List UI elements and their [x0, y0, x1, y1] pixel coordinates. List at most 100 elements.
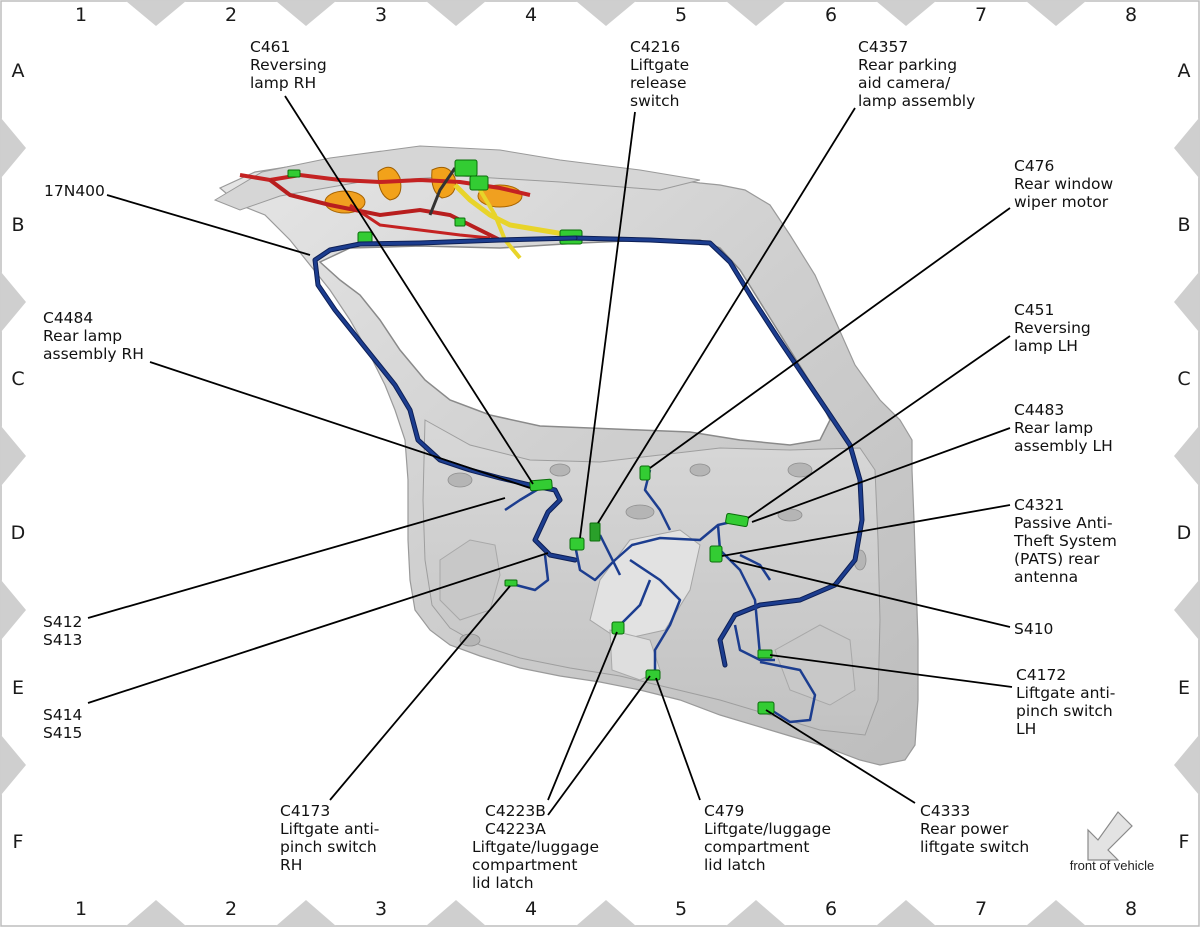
zone-marker	[576, 1, 636, 26]
connector	[589, 522, 601, 542]
connector	[454, 217, 466, 227]
leader-line-17n400	[106, 194, 311, 256]
callout-labels: C461 Reversing lamp RH C4216 Liftgate re…	[43, 38, 1122, 892]
row-label-right: A	[1178, 60, 1191, 82]
connector	[504, 579, 518, 587]
callout-line: C4333	[920, 802, 970, 820]
row-label-right: C	[1177, 368, 1190, 390]
leader-line-c4216	[579, 111, 636, 539]
callout-line: S410	[1014, 620, 1053, 638]
leader-line-s410	[729, 559, 1011, 628]
connector	[639, 465, 651, 481]
leader-line-c451	[747, 335, 1011, 519]
row-label-right: D	[1177, 522, 1192, 544]
callout-line: lamp LH	[1014, 337, 1078, 355]
callout-17n400: 17N400	[44, 182, 105, 200]
zone-marker	[1, 735, 26, 795]
connector	[569, 537, 585, 551]
callout-c4173: C4173 Liftgate anti- pinch switch RH	[280, 802, 384, 874]
leader-line-c4357	[597, 107, 856, 524]
row-label-right: F	[1179, 831, 1190, 853]
callout-line: Liftgate	[630, 56, 689, 74]
leader-line-s412	[87, 497, 506, 619]
column-label-bottom: 1	[75, 898, 87, 920]
connector	[287, 169, 301, 178]
row-label-left: E	[12, 677, 24, 699]
column-label-bottom: 7	[975, 898, 987, 920]
callout-line: assembly LH	[1014, 437, 1113, 455]
leader-line-c476	[649, 207, 1011, 469]
callout-line: Liftgate anti-	[1016, 684, 1115, 702]
callout-c451: C451 Reversing lamp LH	[1014, 301, 1096, 355]
callout-line: (PATS) rear	[1014, 550, 1100, 568]
connector	[757, 701, 775, 715]
callout-c4357: C4357 Rear parking aid camera/ lamp asse…	[858, 38, 975, 110]
zone-marker	[876, 1, 936, 26]
callout-c476: C476 Rear window wiper motor	[1014, 157, 1118, 211]
callout-c4483: C4483 Rear lamp assembly LH	[1014, 401, 1113, 455]
row-label-left: C	[11, 368, 24, 390]
callout-line: LH	[1016, 720, 1036, 738]
leader-lines	[87, 95, 1013, 816]
column-label-top: 8	[1125, 4, 1137, 26]
callout-line: Reversing	[250, 56, 327, 74]
zone-marker	[1174, 580, 1199, 640]
callout-line: Liftgate/luggage	[704, 820, 831, 838]
callout-line: Theft System	[1013, 532, 1117, 550]
callout-c461: C461 Reversing lamp RH	[250, 38, 332, 92]
callout-line: C451	[1014, 301, 1054, 319]
callout-line: C4484	[43, 309, 93, 327]
zone-marker	[1026, 1, 1086, 26]
callout-line: compartment	[472, 856, 577, 874]
column-label-bottom: 6	[825, 898, 837, 920]
callout-c4216: C4216 Liftgate release switch	[630, 38, 694, 110]
row-label-left: F	[13, 831, 24, 853]
leader-line-c461	[284, 95, 534, 485]
row-label-right: B	[1177, 214, 1190, 236]
zone-marker	[1174, 272, 1199, 332]
leader-line-c4172	[769, 654, 1013, 688]
callout-c4223: C4223B C4223A Liftgate/luggage compartme…	[472, 802, 604, 892]
leader-line-c4484	[149, 361, 531, 489]
callout-line: C4321	[1014, 496, 1064, 514]
callout-line: S413	[43, 631, 82, 649]
callout-line: C4216	[630, 38, 680, 56]
leader-line-c4173	[329, 585, 511, 801]
callout-line: antenna	[1014, 568, 1078, 586]
callout-line: release	[630, 74, 687, 92]
row-label-left: A	[12, 60, 25, 82]
column-label-top: 1	[75, 4, 87, 26]
callout-line: C479	[704, 802, 744, 820]
callout-s414: S414 S415	[43, 706, 87, 742]
callout-line: C4223A	[485, 820, 546, 838]
zone-marker	[276, 1, 336, 26]
callout-c4484: C4484 Rear lamp assembly RH	[43, 309, 144, 363]
zone-marker	[726, 1, 786, 26]
leader-line-c4333	[765, 709, 916, 804]
callout-line: Liftgate/luggage	[472, 838, 599, 856]
zone-marker	[426, 900, 486, 926]
row-label-left: D	[11, 522, 26, 544]
callout-line: lid latch	[472, 874, 534, 892]
column-label-top: 2	[225, 4, 237, 26]
callout-line: RH	[280, 856, 302, 874]
connector	[757, 649, 773, 659]
connector	[725, 512, 749, 528]
column-label-bottom: 8	[1125, 898, 1137, 920]
callout-c4321: C4321 Passive Anti- Theft System (PATS) …	[1013, 496, 1122, 586]
zone-marker	[126, 900, 186, 926]
callout-line: liftgate switch	[920, 838, 1029, 856]
connector	[709, 545, 723, 563]
callout-c4333: C4333 Rear power liftgate switch	[920, 802, 1029, 856]
column-label-bottom: 5	[675, 898, 687, 920]
callout-c4172: C4172 Liftgate anti- pinch switch LH	[1016, 666, 1120, 738]
main-harness-17n400	[312, 235, 865, 724]
callout-line: pinch switch	[1016, 702, 1113, 720]
zone-marker	[1, 426, 26, 486]
row-label-right: E	[1178, 677, 1190, 699]
column-label-top: 4	[525, 4, 537, 26]
callout-line: pinch switch	[280, 838, 377, 856]
column-label-bottom: 4	[525, 898, 537, 920]
callout-line: Liftgate anti-	[280, 820, 379, 838]
